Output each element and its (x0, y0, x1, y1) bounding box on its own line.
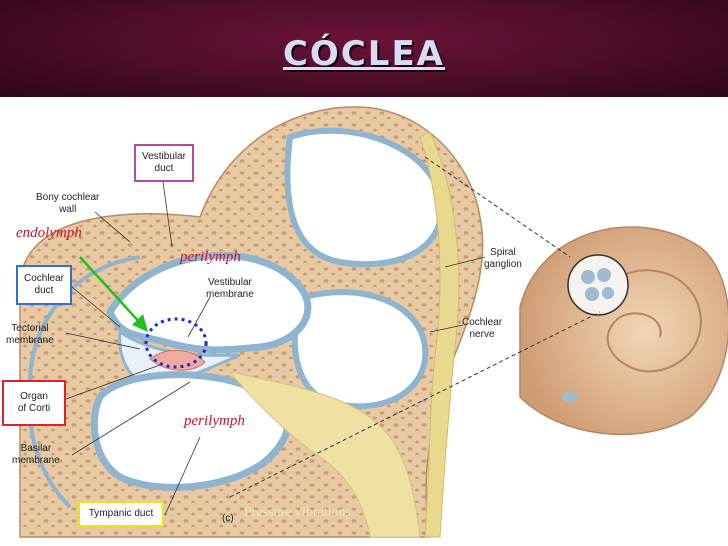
cochlear-nerve-label: Cochlear nerve (462, 317, 503, 340)
organ-of-corti-shape (149, 349, 206, 371)
upper-turn-lumen (284, 127, 445, 268)
leader-cochlear-nerve (429, 324, 464, 333)
shell-spiral (599, 269, 702, 373)
scala-vestibuli (106, 251, 312, 354)
vestibular-duct-label: Vestibular duct (134, 144, 194, 182)
tectorial-label: Tectorial membrane (6, 323, 54, 346)
spiral-ganglion-label: Spiral ganglion (484, 247, 522, 270)
leader-tympanic (164, 436, 201, 516)
section-lumen-1 (581, 270, 595, 284)
green-arrow-head-icon (132, 314, 148, 332)
cochlear-duct-label: Cochlear duct (16, 265, 72, 305)
vestibular-duct-text: Vestibular duct (142, 151, 186, 174)
organ-of-corti-label: Organ of Corti (2, 380, 66, 426)
organ-of-corti-text: Organ of Corti (17, 391, 51, 414)
vestibular-membrane-label: Vestibular membrane (206, 277, 254, 300)
pressure-vibrations-annotation: Pressure vibrations (244, 505, 351, 520)
scala-tympani (90, 371, 291, 491)
leader-organ-corti (65, 364, 161, 400)
bony-wall-label: Bony cochlear wall (36, 192, 100, 215)
basilar-label: Basilar membrane (12, 443, 60, 466)
section-lumen-4 (602, 287, 614, 299)
section-lumen-2 (597, 268, 611, 282)
leader-vestibular-membrane (187, 296, 211, 338)
leader-basilar (71, 381, 191, 456)
perilymph-bottom-annotation: perilymph (184, 413, 245, 429)
cochlea-figure: Vestibular duct Cochlear duct Organ of C… (0, 97, 728, 546)
slide-title: CÓCLEA (282, 34, 445, 74)
dotted-highlight-circle (144, 317, 208, 369)
cochlear-nerve-fibers (228, 371, 421, 538)
cochlea-shell (519, 226, 728, 436)
leader-spiral-ganglion (444, 256, 486, 268)
leader-vestibular-duct (162, 181, 173, 248)
magnified-section-circle (567, 254, 629, 316)
leader-tectorial (65, 332, 141, 350)
green-arrow-icon (79, 256, 143, 326)
zoom-line-bottom (229, 311, 601, 498)
panel-label: (c) (222, 513, 234, 524)
slide-header: CÓCLEA (0, 0, 728, 97)
cochlear-duct-text: Cochlear duct (23, 273, 65, 296)
leader-cochlear-duct (71, 286, 121, 328)
section-lumen-5 (562, 392, 578, 402)
endolymph-annotation: endolymph (16, 225, 82, 241)
zoom-line-top (424, 156, 571, 258)
cochlea-illustration (19, 106, 728, 538)
perilymph-top-annotation: perilymph (180, 249, 241, 265)
section-lumen-3 (585, 287, 599, 301)
leader-bony-wall (94, 211, 131, 243)
tympanic-duct-label: Tympanic duct (78, 501, 164, 527)
tympanic-duct-text: Tympanic duct (88, 508, 154, 519)
spiral-ganglion-fibers (419, 131, 460, 538)
middle-turn-lumen (291, 289, 429, 410)
